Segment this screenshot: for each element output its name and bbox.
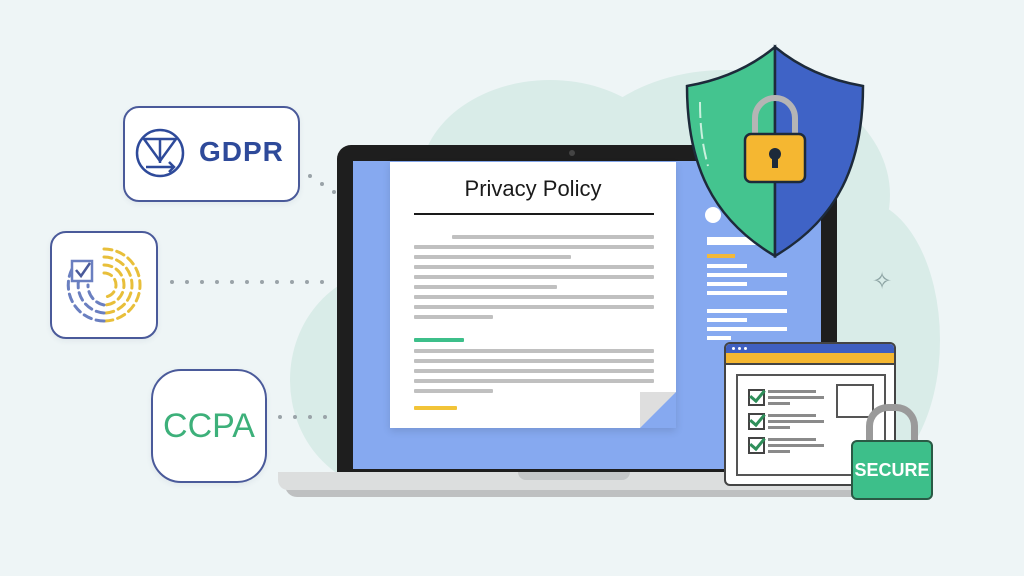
fingerprint-checklist-icon: [66, 247, 142, 323]
text-line: [414, 305, 654, 309]
connector-dot: [245, 280, 249, 284]
text-line: [768, 420, 824, 423]
text-line: [414, 295, 654, 299]
text-line: [414, 349, 654, 353]
screen-line-accent: [707, 254, 735, 258]
camera-icon: [569, 150, 575, 156]
avatar-shape: [705, 207, 721, 223]
section-marker-green: [414, 338, 464, 342]
text-line: [414, 245, 654, 249]
connector-dot: [185, 280, 189, 284]
connector-dot: [308, 415, 312, 419]
text-line: [414, 359, 654, 363]
padlock-shackle: [866, 404, 918, 451]
text-line: [414, 255, 571, 259]
screen-line: [707, 282, 747, 286]
window-titlebar: [726, 344, 894, 353]
secure-padlock: SECURE: [851, 440, 933, 500]
text-line: [414, 275, 654, 279]
screen-line: [707, 273, 787, 277]
secure-label: SECURE: [854, 460, 930, 480]
gdpr-badge: GDPR: [123, 106, 300, 202]
connector-dot: [230, 280, 234, 284]
connector-dot: [323, 415, 327, 419]
text-line: [768, 402, 790, 405]
window-dot: [738, 347, 741, 350]
text-line: [414, 389, 493, 393]
image-placeholder: [836, 384, 874, 418]
sparkle-icon: ✧: [872, 268, 893, 295]
checkbox-icon: [748, 413, 765, 430]
laptop-notch: [518, 472, 630, 480]
gdpr-emblem-icon: [135, 128, 185, 178]
connector-dot: [332, 190, 336, 194]
text-line: [452, 235, 654, 239]
checkbox-icon: [748, 437, 765, 454]
text-line: [414, 369, 654, 373]
text-line: [414, 265, 654, 269]
connector-dot: [290, 280, 294, 284]
connector-dot: [200, 280, 204, 284]
screen-line: [707, 291, 787, 295]
connector-dot: [260, 280, 264, 284]
text-line: [414, 315, 493, 319]
text-line: [414, 379, 654, 383]
connector-dot: [320, 280, 324, 284]
gdpr-label: GDPR: [199, 136, 284, 167]
text-line: [768, 426, 790, 429]
text-line: [414, 285, 557, 289]
title-divider: [414, 213, 654, 215]
text-line: [768, 396, 824, 399]
ccpa-badge: CCPA: [151, 369, 267, 483]
connector-dot: [278, 415, 282, 419]
document-title: Privacy Policy: [464, 176, 602, 201]
screen-line: [707, 237, 757, 245]
screen-line: [707, 318, 747, 322]
text-line: [768, 444, 824, 447]
connector-dot: [320, 182, 324, 186]
window-dot: [744, 347, 747, 350]
section-marker-yellow: [414, 406, 457, 410]
text-line: [768, 450, 790, 453]
screen-line: [707, 264, 747, 268]
ccpa-label: CCPA: [163, 407, 255, 445]
connector-dot: [170, 280, 174, 284]
text-line: [768, 390, 816, 393]
connector-dot: [215, 280, 219, 284]
connector-dot: [308, 174, 312, 178]
window-toolbar: [726, 353, 894, 365]
privacy-policy-document: Privacy Policy: [390, 162, 676, 428]
shield-lock-icon: [685, 44, 865, 258]
text-line: [768, 414, 816, 417]
screen-line: [707, 309, 787, 313]
connector-dot: [293, 415, 297, 419]
screen-line: [707, 327, 787, 331]
window-content: [736, 374, 886, 476]
connector-dot: [275, 280, 279, 284]
window-dot: [732, 347, 735, 350]
fingerprint-badge: [50, 231, 158, 339]
page-fold: [640, 392, 676, 428]
screen-line: [707, 336, 731, 340]
connector-dot: [305, 280, 309, 284]
text-line: [768, 438, 816, 441]
checkbox-icon: [748, 389, 765, 406]
